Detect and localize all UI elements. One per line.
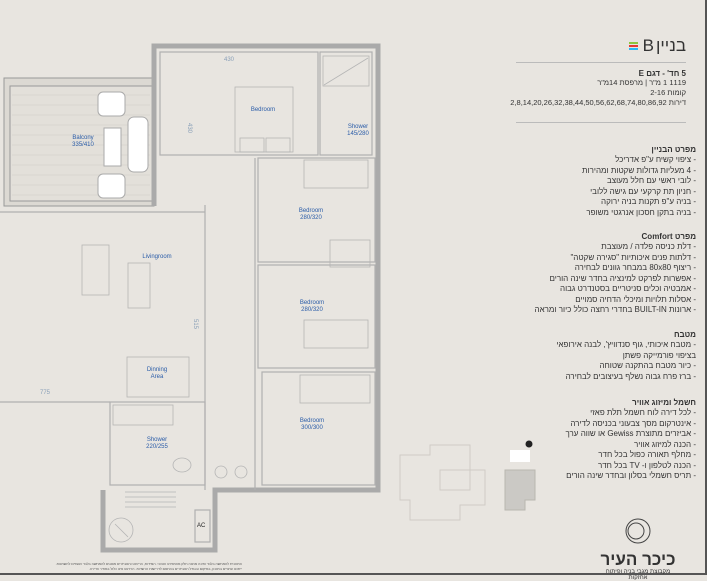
site-plan-thumbnail xyxy=(399,440,536,521)
disclaimer: התוכנית להמחשה בלבד ואינה מהווה חלק מהמפ… xyxy=(55,562,242,571)
deck-stripes xyxy=(12,94,150,196)
ac-label: AC xyxy=(197,523,206,529)
section-building-spec: מפרט הבניין - ציפוי קשיח ע"פ אדריכל- 4 מ… xyxy=(582,145,696,217)
divider xyxy=(516,62,686,63)
dimension-top: 430 xyxy=(224,57,235,63)
exterior-walls xyxy=(100,43,381,553)
dimension-side: 430 xyxy=(186,122,193,134)
furniture xyxy=(81,55,371,543)
dimension-corridor: 515 xyxy=(192,318,199,330)
room-label-master-bedroom: Bedroom xyxy=(250,107,276,113)
unit-title: 5 חד' - דגם E xyxy=(638,69,686,78)
logo-ring-icon xyxy=(625,518,651,544)
divider xyxy=(516,122,686,123)
dimension-living: 775 xyxy=(40,390,51,396)
section-comfort-spec: מפרט Comfort - דלת כניסה פלדה / מעוצבת- … xyxy=(534,232,696,314)
section-electric-ac: חשמל ומיזוג אוויר - לכל דירה לוח חשמל תל… xyxy=(565,398,697,480)
room-label-livingroom: Livingroom xyxy=(142,254,172,260)
unit-apartments: דירות 2,8,14,20,26,32,38,44,50,56,62,68,… xyxy=(510,98,686,107)
unit-area: 1119 1 מ"ר | מרפסת 14מ"ר xyxy=(597,78,686,87)
unit-floors: קומות 2-16 xyxy=(650,88,686,97)
section-kitchen: מטבח - מטבח איכותי, גוף סנדוויץ', לבנה א… xyxy=(556,330,696,381)
balcony-furniture xyxy=(97,91,149,199)
brand-color-bars-icon xyxy=(628,42,638,50)
company-logo: כיכר העיר מקבוצת מגבי בניה ופיתוח אחזקות xyxy=(598,516,678,581)
interior-walls xyxy=(0,51,376,543)
